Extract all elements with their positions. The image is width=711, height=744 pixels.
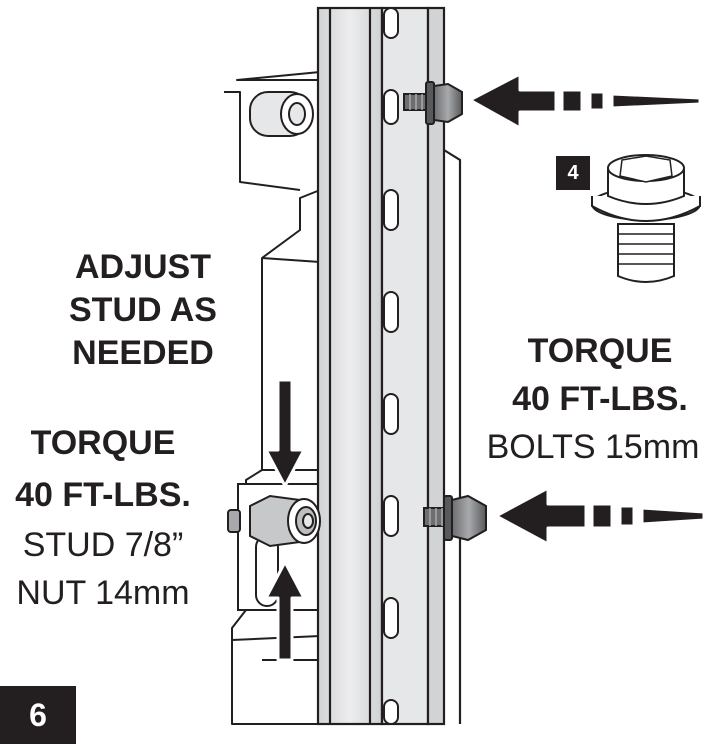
upper-bolt — [403, 81, 463, 125]
lower-insert-arrow — [494, 486, 706, 546]
adjust-label-line2: STUD AS — [69, 291, 217, 329]
right-torque-title: TORQUE — [527, 332, 673, 370]
adjust-label-line1: ADJUST — [74, 248, 212, 286]
adjust-down-arrow — [264, 378, 306, 488]
stud-size-label: STUD 7/8” — [22, 526, 184, 564]
post-slots — [383, 7, 399, 725]
upper-insert-arrow — [468, 72, 702, 130]
upper-spacer — [249, 91, 314, 137]
left-torque-title: TORQUE — [30, 424, 176, 462]
left-torque-value: 40 FT-LBS. — [15, 476, 191, 514]
adjust-up-arrow — [264, 560, 306, 662]
right-torque-value: 40 FT-LBS. — [512, 380, 688, 418]
lower-bolt — [423, 494, 487, 542]
part-number-badge: 4 — [556, 156, 590, 190]
step-number-badge: 6 — [0, 686, 76, 744]
bolt-size-label: BOLTS 15mm — [486, 428, 700, 466]
stud-nut — [227, 494, 321, 548]
nut-size-label: NUT 14mm — [16, 574, 190, 612]
rear-bracket — [224, 71, 321, 725]
bolt-part-icon — [591, 154, 701, 283]
adjust-label-line3: NEEDED — [72, 334, 214, 372]
